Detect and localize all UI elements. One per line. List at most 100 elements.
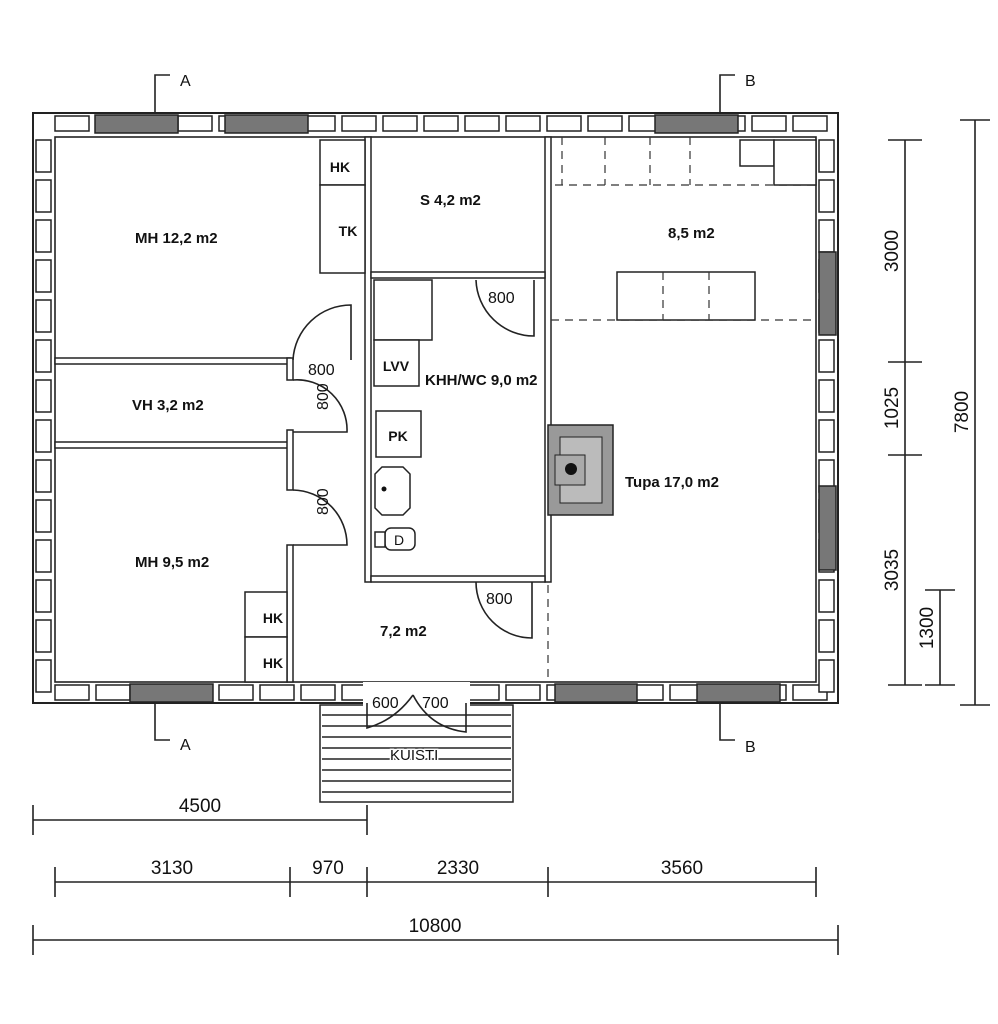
svg-text:HK: HK <box>263 655 283 671</box>
dim-1300: 1300 <box>917 607 938 649</box>
wall-block <box>751 115 787 132</box>
section-marker-b-bottom: B <box>719 703 756 756</box>
door-mh2: 800 <box>292 488 348 546</box>
dim-1025: 1025 <box>882 387 903 429</box>
wall-block <box>259 684 295 701</box>
room-label-vh: VH 3,2 m2 <box>132 397 204 414</box>
room-label-mh2: MH 9,5 m2 <box>135 554 209 571</box>
svg-text:HK: HK <box>263 610 283 626</box>
wall-block <box>35 459 52 493</box>
wall-block <box>505 115 541 132</box>
toilet-icon: D <box>374 527 416 551</box>
door-khh: 800 <box>475 279 535 337</box>
room-label-tupa: Tupa 17,0 m2 <box>625 474 719 491</box>
door-mh1: 800 <box>292 304 352 379</box>
wall-block <box>505 684 541 701</box>
wall-block <box>35 299 52 333</box>
wall-block <box>177 115 213 132</box>
svg-text:A: A <box>180 73 191 90</box>
window <box>818 251 837 336</box>
fireplace-icon <box>547 424 614 516</box>
svg-text:800: 800 <box>308 362 335 379</box>
window <box>129 683 214 703</box>
wall-block <box>464 115 500 132</box>
svg-text:TK: TK <box>339 223 358 239</box>
closet-tk: TK <box>319 184 366 274</box>
svg-text:800: 800 <box>486 591 513 608</box>
window <box>94 114 179 134</box>
dim-3130: 3130 <box>151 858 193 879</box>
svg-text:B: B <box>745 73 756 90</box>
svg-text:700: 700 <box>422 695 449 712</box>
wall-block <box>54 115 90 132</box>
wall-block <box>818 139 835 173</box>
wall-block <box>35 259 52 293</box>
wall-block <box>546 115 582 132</box>
room-label-khh: KHH/WC 9,0 m2 <box>425 372 538 389</box>
wall-block <box>35 219 52 253</box>
wall-block <box>423 115 459 132</box>
wall-block <box>818 219 835 253</box>
wall-block <box>818 179 835 213</box>
cabinet <box>373 279 433 341</box>
wall-block <box>792 115 828 132</box>
door-vh: 800 <box>292 379 348 433</box>
wall-block <box>382 115 418 132</box>
window <box>224 114 309 134</box>
closet-hk-lower-2: HK <box>244 636 288 683</box>
dim-3000: 3000 <box>882 230 903 272</box>
wall-block <box>35 379 52 413</box>
kitchen-upper-cabinets <box>561 137 817 186</box>
dim-10800: 10800 <box>409 916 462 937</box>
wall-block <box>818 659 835 693</box>
porch: 600 700 KUISTI <box>319 682 514 803</box>
section-marker-a-bottom: A <box>154 703 191 754</box>
wall-block <box>95 684 131 701</box>
fixture-pk: PK <box>375 410 422 458</box>
svg-text:800: 800 <box>488 290 515 307</box>
wall-block <box>35 659 52 693</box>
wall-block <box>818 619 835 653</box>
dim-7800: 7800 <box>952 391 973 433</box>
dimension-lines-right <box>888 119 990 706</box>
dim-2330: 2330 <box>437 858 479 879</box>
wall-block <box>35 139 52 173</box>
window <box>696 683 781 703</box>
door-khh-lower: 800 <box>475 581 533 639</box>
wall-block <box>35 579 52 613</box>
wall-block <box>818 579 835 613</box>
section-marker-b-top: B <box>719 73 756 113</box>
wall-block <box>818 419 835 453</box>
closet-hk-top: HK <box>319 139 366 186</box>
sink-icon <box>374 466 411 516</box>
fixture-lvv: LVV <box>373 339 420 387</box>
svg-text:D: D <box>394 532 404 548</box>
section-marker-a-top: A <box>154 73 191 113</box>
dim-970: 970 <box>312 858 344 879</box>
svg-text:B: B <box>745 739 756 756</box>
wall-block <box>35 619 52 653</box>
wall-block <box>587 115 623 132</box>
window <box>554 683 638 703</box>
svg-text:800: 800 <box>315 383 332 410</box>
wall-block <box>35 339 52 373</box>
wall-block <box>54 684 90 701</box>
svg-text:A: A <box>180 737 191 754</box>
svg-text:HK: HK <box>330 159 350 175</box>
svg-text:KUISTI: KUISTI <box>390 747 438 764</box>
window <box>818 485 837 571</box>
closet-hk-lower-1: HK <box>244 591 288 638</box>
dim-3035: 3035 <box>882 549 903 591</box>
svg-text:PK: PK <box>388 428 407 444</box>
wall-block <box>818 339 835 373</box>
dim-3560: 3560 <box>661 858 703 879</box>
wall-block <box>818 379 835 413</box>
svg-text:800: 800 <box>315 488 332 515</box>
window <box>654 114 739 134</box>
room-label-kitchen: 8,5 m2 <box>668 225 715 242</box>
wall-block <box>218 684 254 701</box>
dimension-lines-bottom <box>32 805 839 955</box>
svg-text:600: 600 <box>372 695 399 712</box>
wall-block <box>35 539 52 573</box>
